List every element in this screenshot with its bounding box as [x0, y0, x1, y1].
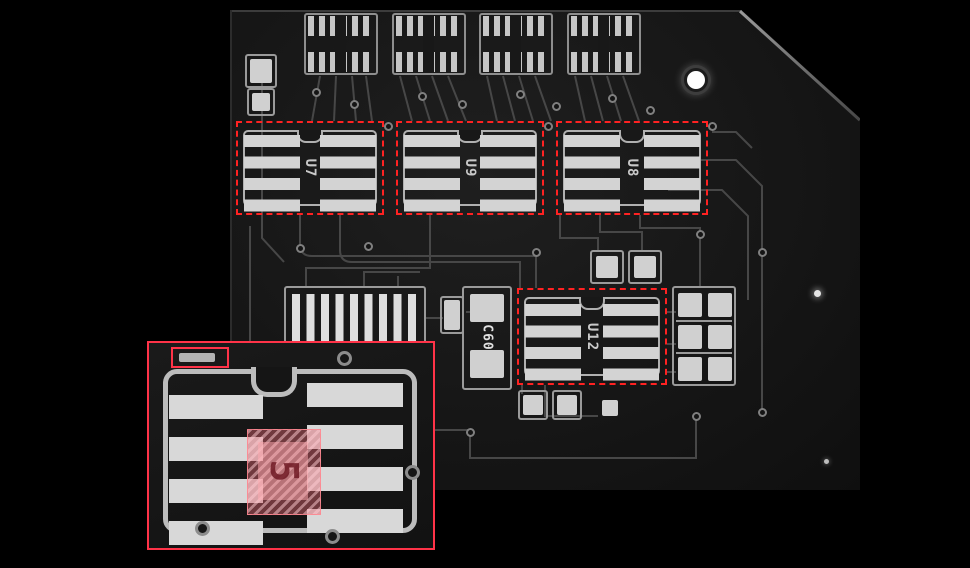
via: [758, 408, 767, 417]
footprint-top-3: [479, 13, 553, 75]
pad-row-gap: [423, 15, 434, 73]
via: [418, 92, 427, 101]
pad-column-right: [307, 383, 403, 535]
board-chamfer-edge: [738, 10, 860, 122]
ref-designator: U12: [584, 322, 600, 351]
via: [532, 248, 541, 257]
via: [516, 90, 525, 99]
pad-column-left: [564, 135, 620, 213]
zoom-inset: 5: [147, 341, 435, 550]
smd-pad: [523, 395, 543, 415]
smd-pad: [444, 300, 460, 330]
smd-pad: [678, 325, 702, 349]
highlight-core: [258, 442, 308, 500]
smd-pad: [634, 256, 656, 278]
silkscreen-divider: [676, 320, 732, 322]
via: [364, 242, 373, 251]
footprint-top-1: [304, 13, 378, 75]
bright-speck: [824, 459, 829, 464]
connector-pads: [292, 294, 422, 342]
pad-column-left: [525, 304, 581, 382]
pin1-notch: [579, 297, 605, 310]
pad-grid: [672, 286, 736, 386]
via: [195, 521, 210, 536]
silkscreen-outline: [567, 13, 641, 75]
footprint-top-2: [392, 13, 466, 75]
via: [608, 94, 617, 103]
via: [708, 122, 717, 131]
via: [758, 248, 767, 257]
via: [337, 351, 352, 366]
detection-box-u8: U8: [556, 121, 708, 215]
detection-box-u12: U12: [517, 288, 667, 385]
pad-column-left: [404, 135, 460, 213]
pad-column-left: [244, 135, 300, 213]
smd-pad: [557, 395, 577, 415]
ref-designator: U8: [624, 158, 640, 178]
silkscreen-outline: [479, 13, 553, 75]
smd-pad: [708, 325, 732, 349]
smd-pad: [678, 293, 702, 317]
pad-row-gap: [598, 15, 609, 73]
smd-pad: [602, 400, 618, 416]
capacitor-c60: C60: [462, 286, 512, 390]
footprint-top-4: [567, 13, 641, 75]
via: [466, 428, 475, 437]
highlight-marking: 5: [262, 459, 306, 483]
smd-pad: [179, 353, 215, 362]
via: [544, 122, 553, 131]
smd-pad: [678, 357, 702, 381]
ref-designator: U7: [302, 158, 318, 178]
smd-pad: [252, 93, 270, 111]
pin1-notch: [251, 367, 297, 397]
pad-row-gap: [510, 15, 521, 73]
via: [552, 102, 561, 111]
smd-pad: [708, 293, 732, 317]
pad-column-right: [480, 135, 536, 213]
pad-column-right: [603, 304, 659, 382]
connector-footprint: [284, 286, 426, 348]
via: [696, 230, 705, 239]
pad-column-right: [320, 135, 376, 213]
pad-row-gap: [335, 15, 346, 73]
ref-designator-c60: C60: [479, 324, 495, 351]
smd-pad: [250, 59, 272, 83]
detection-box-u7: U7: [236, 121, 384, 215]
fiducial-hole: [684, 68, 708, 92]
smd-pad: [596, 256, 618, 278]
ref-designator: U9: [462, 158, 478, 178]
via: [646, 106, 655, 115]
via: [384, 122, 393, 131]
detection-box-u9: U9: [396, 121, 544, 215]
board-top-edge: [230, 10, 742, 12]
via: [692, 412, 701, 421]
board-left-edge: [230, 10, 232, 490]
pad-column-right: [644, 135, 700, 213]
silkscreen-divider: [676, 352, 732, 354]
smd-pad: [470, 294, 504, 322]
via: [296, 244, 305, 253]
smd-pad: [708, 357, 732, 381]
via: [350, 100, 359, 109]
smd-pad: [470, 350, 504, 378]
via: [325, 529, 340, 544]
bright-speck: [814, 290, 821, 297]
silkscreen-outline: [304, 13, 378, 75]
highlight-region: 5: [247, 429, 321, 515]
inset-detection-box: [171, 347, 229, 368]
silkscreen-outline: [392, 13, 466, 75]
via: [405, 465, 420, 480]
